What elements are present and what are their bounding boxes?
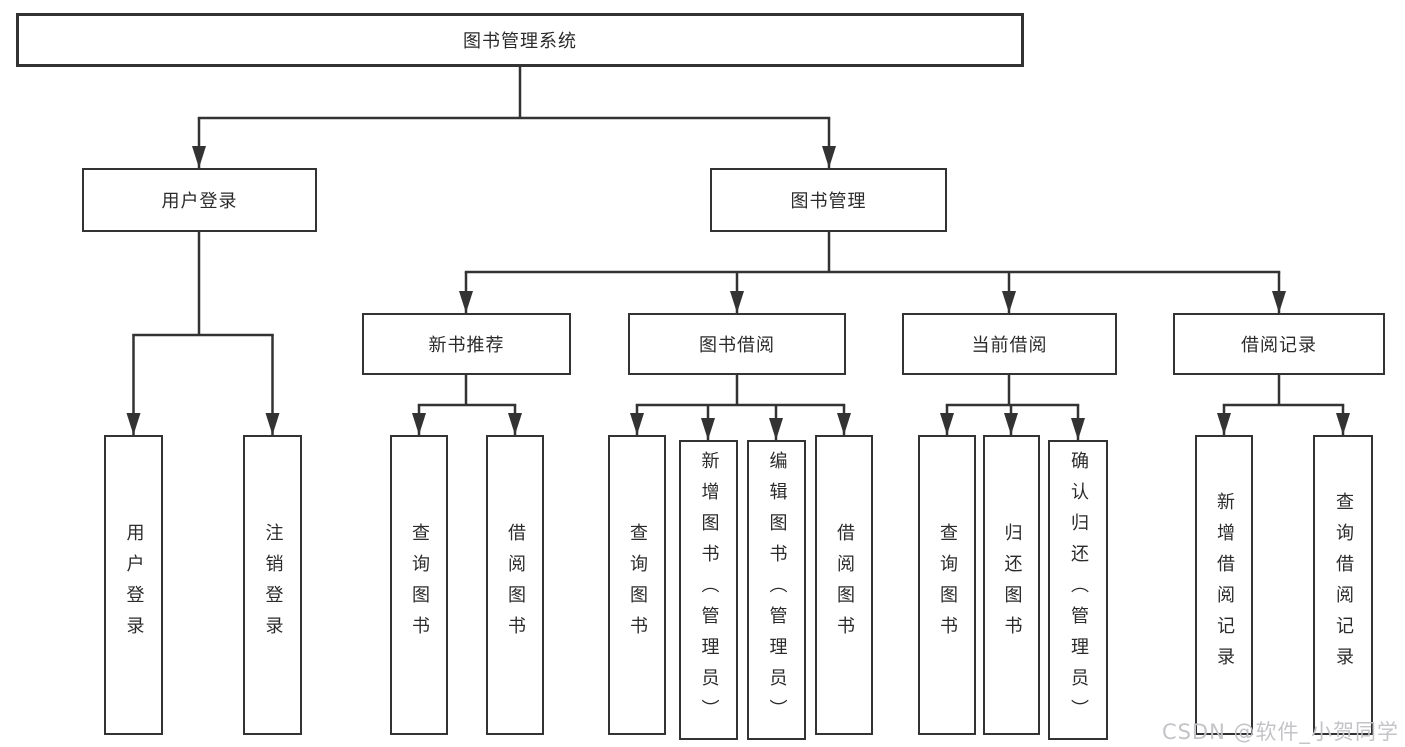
branch-borrow-records xyxy=(1217,375,1350,435)
node-new-book-rec: 新书推荐 xyxy=(362,313,571,375)
branch-current-borrow xyxy=(940,375,1085,440)
leaf-user-login: 用户登录 xyxy=(104,435,163,735)
leaf-query-book-1: 查询图书 xyxy=(390,435,448,735)
leaf-query-book-3: 查询图书 xyxy=(918,435,976,735)
branch-root-to-level2 xyxy=(192,67,836,168)
leaf-borrow-book-2: 借阅图书 xyxy=(815,435,873,735)
node-root: 图书管理系统 xyxy=(16,13,1024,67)
leaf-query-borrow-record: 查询借阅记录 xyxy=(1313,435,1373,735)
branch-book-mgmt xyxy=(459,232,1286,313)
leaf-return-book: 归还图书 xyxy=(983,435,1040,735)
node-borrow-records: 借阅记录 xyxy=(1173,313,1385,375)
leaf-add-borrow-record: 新增借阅记录 xyxy=(1195,435,1253,735)
node-book-mgmt: 图书管理 xyxy=(710,168,947,232)
branch-user-login xyxy=(126,232,280,435)
leaf-add-book-admin: 新增图书（管理员） xyxy=(679,440,738,740)
leaf-logout: 注销登录 xyxy=(243,435,302,735)
branch-book-borrow xyxy=(630,375,851,440)
leaf-edit-book-admin: 编辑图书（管理员） xyxy=(747,440,806,740)
leaf-borrow-book-1: 借阅图书 xyxy=(486,435,544,735)
leaf-confirm-return-admin: 确认归还（管理员） xyxy=(1048,440,1108,740)
node-current-borrow: 当前借阅 xyxy=(902,313,1117,375)
csdn-watermark: CSDN @软件_小贺同学 xyxy=(1161,720,1399,744)
node-book-borrow: 图书借阅 xyxy=(628,313,846,375)
leaf-query-book-2: 查询图书 xyxy=(608,435,666,735)
branch-new-book-rec xyxy=(412,375,522,435)
node-user-login: 用户登录 xyxy=(82,168,317,232)
